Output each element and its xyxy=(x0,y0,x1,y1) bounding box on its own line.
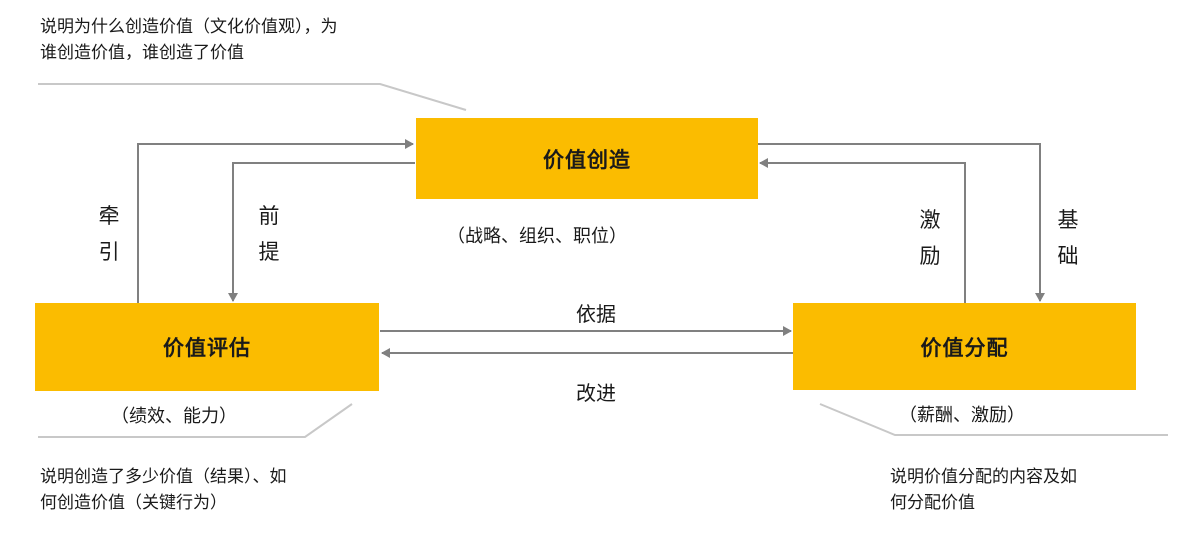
label-incentive-char-2: 励 xyxy=(919,244,941,268)
arrow-pull xyxy=(137,139,414,303)
label-premise-char-2: 提 xyxy=(258,240,280,264)
note-top-line-1: 说明为什么创造价值（文化价值观），为 xyxy=(40,17,338,37)
label-improve: 改进 xyxy=(576,381,616,405)
label-incentive: 激 励 xyxy=(917,202,943,274)
callout-line-bottom-right xyxy=(819,403,1168,436)
callout-line-top xyxy=(38,83,467,111)
note-top: 说明为什么创造价值（文化价值观），为 谁创造价值，谁创造了价值 xyxy=(40,14,338,66)
note-bottom-right: 说明价值分配的内容及如 何分配价值 xyxy=(890,464,1077,516)
arrow-incentive xyxy=(759,158,966,303)
note-bottom-right-line-1: 说明价值分配的内容及如 xyxy=(890,467,1077,487)
label-pull-char-2: 引 xyxy=(98,240,120,264)
note-bottom-left-line-1: 说明创造了多少价值（结果）、如 xyxy=(40,467,287,487)
callout-line-bottom-left xyxy=(38,403,353,438)
label-premise: 前 提 xyxy=(256,198,282,270)
arrow-foundation xyxy=(758,143,1045,302)
subtitle-distribution: （薪酬、激励） xyxy=(899,405,1025,426)
box-value-evaluation: 价值评估 xyxy=(35,303,379,391)
note-top-line-2: 谁创造价值，谁创造了价值 xyxy=(40,43,244,63)
note-bottom-left: 说明创造了多少价值（结果）、如 何创造价值（关键行为） xyxy=(40,464,287,516)
label-premise-char-1: 前 xyxy=(258,204,280,228)
note-bottom-left-line-2: 何创造价值（关键行为） xyxy=(40,493,227,513)
label-pull: 牵 引 xyxy=(96,198,122,270)
box-value-creation: 价值创造 xyxy=(416,118,758,199)
label-basis: 依据 xyxy=(576,302,616,326)
subtitle-creation: （战略、组织、职位） xyxy=(447,226,627,247)
arrow-premise xyxy=(228,162,415,302)
label-foundation: 基 础 xyxy=(1055,202,1081,274)
subtitle-evaluation: （绩效、能力） xyxy=(111,406,237,427)
note-bottom-right-line-2: 何分配价值 xyxy=(890,493,975,513)
box-value-distribution: 价值分配 xyxy=(793,303,1136,390)
label-foundation-char-1: 基 xyxy=(1057,208,1079,232)
label-incentive-char-1: 激 xyxy=(919,208,941,232)
label-pull-char-1: 牵 xyxy=(98,204,120,228)
label-foundation-char-2: 础 xyxy=(1057,244,1079,268)
